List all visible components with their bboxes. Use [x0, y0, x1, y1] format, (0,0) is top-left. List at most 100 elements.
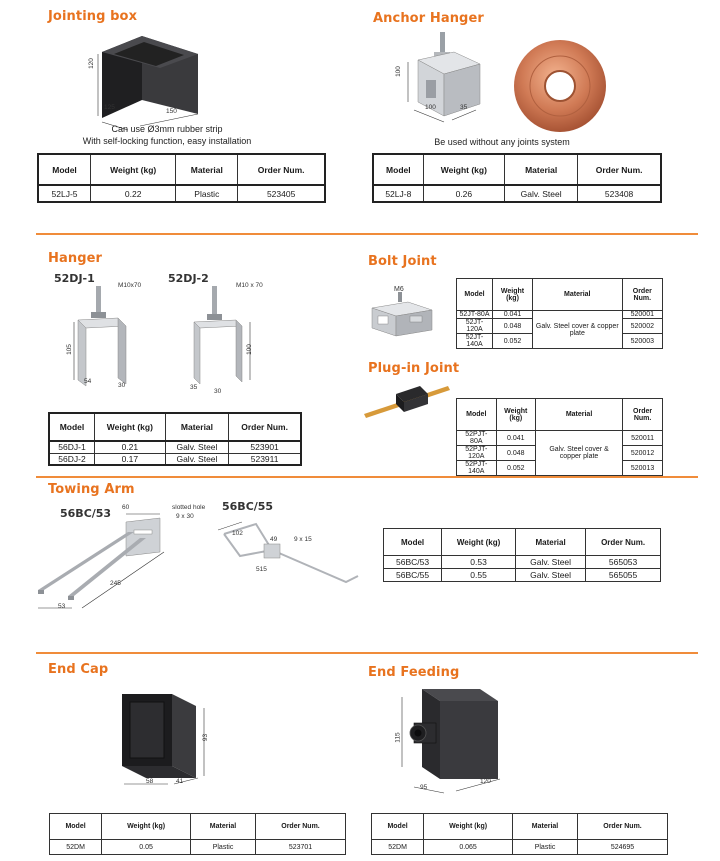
- towing-arm-a-dim-b: 53: [58, 603, 66, 610]
- col-weight: Weight (kg): [101, 813, 191, 840]
- anchor-hanger-dim-d: 35: [460, 104, 468, 111]
- table-row: 52LJ-5 0.22 Plastic 523405: [37, 184, 326, 203]
- anchor-hanger-caption: Be used without any joints system: [434, 137, 570, 147]
- col-weight: Weight (kg): [422, 153, 506, 186]
- col-material: Material: [531, 278, 623, 311]
- end-cap-table: Model Weight (kg) Material Order Num. 52…: [48, 813, 346, 855]
- col-model: Model: [455, 278, 494, 311]
- hanger-model-b: 52DJ-2: [168, 272, 209, 285]
- end-feeding-dim-d: 120: [480, 778, 491, 785]
- end-cap-dim-h: 93: [202, 733, 210, 742]
- towing-arm-a-slot-size: 9 x 30: [176, 513, 194, 520]
- end-cap-dim-w: 58: [146, 778, 154, 785]
- towing-arm-a-slot-label: slotted hole: [172, 504, 206, 511]
- col-weight: Weight (kg): [90, 153, 177, 186]
- col-weight: Weight (kg): [495, 398, 536, 431]
- anchor-hanger-title: Anchor Hanger: [373, 11, 484, 26]
- end-feeding-image: [401, 689, 501, 794]
- end-cap-image: [122, 694, 205, 785]
- table-row: 52JT-120A 0.048 520002: [455, 318, 664, 334]
- jointing-box-dim-h: 120: [87, 58, 95, 69]
- col-material: Material: [504, 153, 579, 186]
- col-order: Order Num.: [237, 153, 326, 186]
- bolt-joint-title: Bolt Joint: [368, 254, 437, 269]
- table-row: 56DJ-1 0.21 Galv. Steel 523901: [48, 440, 302, 454]
- towing-arm-b-image: [217, 521, 359, 584]
- towing-arm-b-dim-c: 9 x 15: [294, 536, 312, 543]
- bolt-joint-image: [371, 292, 433, 337]
- towing-arm-a-dim-w: 60: [122, 504, 130, 511]
- col-order: Order Num.: [577, 813, 668, 840]
- hanger-a-dim-d: 54: [84, 378, 92, 385]
- hanger-title: Hanger: [48, 251, 103, 266]
- col-material: Material: [189, 813, 257, 840]
- towing-arm-b-dim-a: 102: [232, 530, 243, 537]
- hanger-b-dim-h: 100: [245, 344, 253, 355]
- table-row: 52DM 0.05 Plastic 523701: [48, 839, 346, 855]
- end-cap-title: End Cap: [48, 662, 109, 677]
- plugin-joint-image: [364, 386, 450, 418]
- col-weight: Weight (kg): [492, 278, 533, 311]
- col-material: Material: [515, 528, 587, 556]
- towing-arm-table: Model Weight (kg) Material Order Num. 56…: [382, 528, 661, 582]
- table-row: 56BC/55 0.55 Galv. Steel 565055: [382, 568, 661, 582]
- jointing-box-title: Jointing box: [48, 9, 138, 24]
- hanger-a-image: [73, 286, 127, 387]
- anchor-hanger-table: Model Weight (kg) Material Order Num. 52…: [372, 153, 662, 203]
- copper-ring-image: [514, 40, 606, 132]
- jointing-box-image: [97, 36, 199, 131]
- jointing-box-table: Model Weight (kg) Material Order Num. 52…: [37, 153, 326, 203]
- section-divider: [36, 233, 698, 235]
- table-row: 52PJT-120A 0.048 520012: [456, 445, 663, 461]
- section-divider: [36, 652, 698, 654]
- hanger-a-dim-bolt: M10x70: [118, 282, 142, 289]
- col-material: Material: [511, 813, 579, 840]
- end-cap-dim-d: 41: [176, 778, 184, 785]
- table-row: 52DM 0.065 Plastic 524695: [370, 839, 668, 855]
- towing-arm-b-dim-b: 49: [270, 536, 278, 543]
- hanger-a-dim-h: 105: [65, 344, 73, 355]
- plugin-joint-table: Model Weight (kg) Material Order Num. 52…: [456, 398, 663, 476]
- hanger-a-dim-w: 30: [118, 382, 126, 389]
- col-model: Model: [372, 153, 424, 186]
- hanger-model-a: 52DJ-1: [54, 272, 95, 285]
- towing-arm-title: Towing Arm: [48, 482, 135, 497]
- anchor-hanger-dim-h: 100: [394, 66, 402, 77]
- section-divider: [36, 476, 698, 478]
- towing-arm-model-a: 56BC/53: [60, 507, 112, 520]
- col-model: Model: [48, 813, 103, 840]
- anchor-hanger-dim-w: 100: [425, 104, 436, 111]
- col-weight: Weight (kg): [441, 528, 517, 556]
- col-model: Model: [382, 528, 443, 556]
- col-model: Model: [370, 813, 425, 840]
- end-feeding-dim-h: 115: [394, 732, 402, 743]
- col-order: Order Num.: [622, 398, 663, 431]
- col-model: Model: [48, 412, 95, 442]
- hanger-b-dim-bolt: M10 x 70: [236, 282, 263, 289]
- towing-arm-a-dim-l: 245: [110, 580, 121, 587]
- hanger-b-dim-w: 35: [190, 384, 198, 391]
- col-order: Order Num.: [577, 153, 662, 186]
- end-feeding-dim-w: 95: [420, 784, 428, 791]
- hanger-b-dim-d: 30: [214, 388, 222, 395]
- jointing-box-dim-l: 150: [166, 108, 177, 115]
- table-row: 52LJ-8 0.26 Galv. Steel 523408: [372, 184, 662, 203]
- table-row: 52PJT-140A 0.052 520013: [456, 460, 663, 476]
- plugin-joint-material: Galv. Steel cover & copper plate: [534, 430, 624, 476]
- hanger-table: Model Weight (kg) Material Order Num. 56…: [48, 412, 302, 466]
- plugin-joint-title: Plug-in Joint: [368, 361, 460, 376]
- table-row: 56DJ-2 0.17 Galv. Steel 523911: [48, 452, 302, 466]
- table-row: 52JT-80A 0.041 Galv. Steel cover & coppe…: [455, 310, 664, 349]
- col-order: Order Num.: [228, 412, 302, 442]
- table-row: 52PJT-80A 0.041 Galv. Steel cover & copp…: [456, 430, 663, 476]
- jointing-box-caption-1: Can use Ø3mm rubber strip: [111, 124, 223, 134]
- col-weight: Weight (kg): [423, 813, 513, 840]
- end-feeding-table: Model Weight (kg) Material Order Num. 52…: [370, 813, 668, 855]
- table-row: 56BC/53 0.53 Galv. Steel 565053: [382, 555, 661, 569]
- col-material: Material: [164, 412, 230, 442]
- jointing-box-caption-2: With self-locking function, easy install…: [82, 136, 252, 146]
- bolt-joint-table: Model Weight (kg) Material Order Num. 52…: [455, 278, 664, 349]
- table-row: 52JT-140A 0.052 520003: [455, 333, 664, 349]
- jointing-box-dim-w: 125: [104, 104, 115, 111]
- col-model: Model: [456, 398, 497, 431]
